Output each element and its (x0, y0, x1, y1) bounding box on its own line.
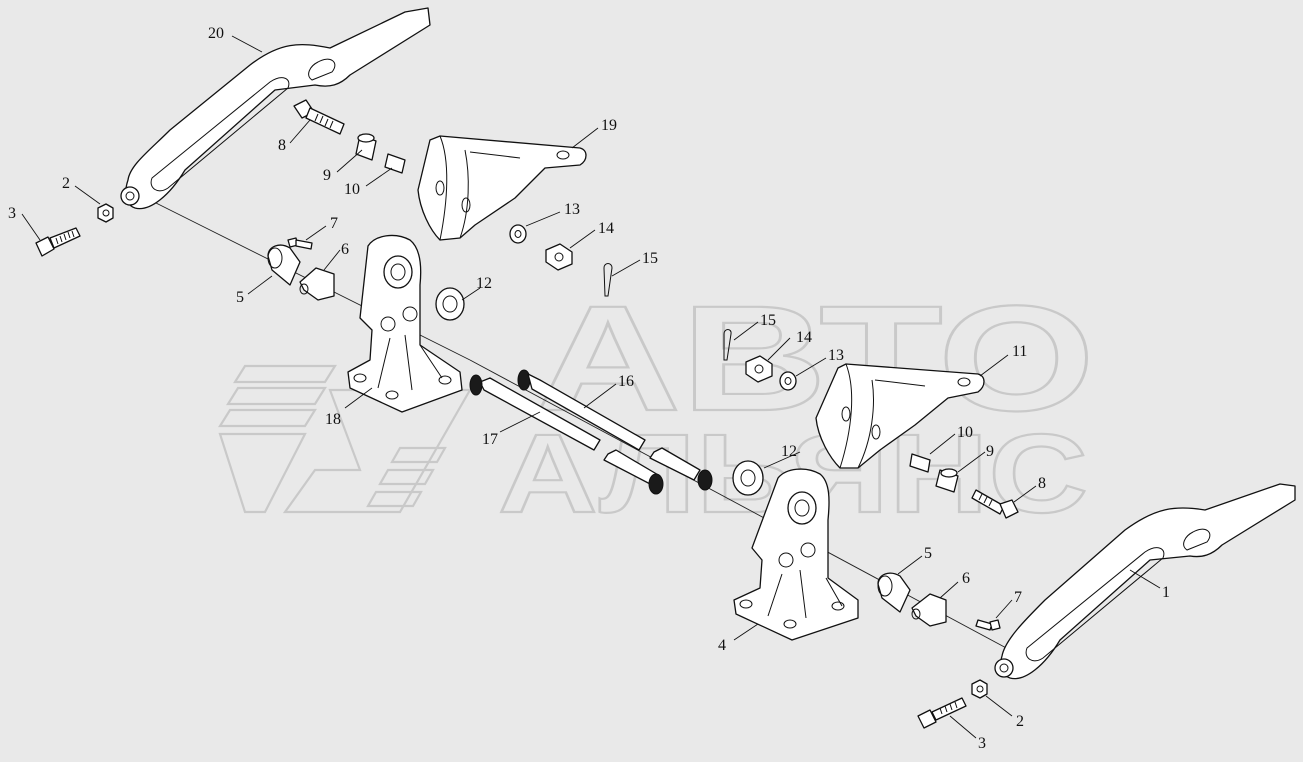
callout-4: 4 (718, 637, 726, 654)
part-15-cotter-pin-lower (723, 329, 732, 361)
callout-8-lower: 8 (1038, 475, 1046, 492)
callout-18: 18 (325, 411, 341, 428)
callout-10-lower: 10 (957, 424, 973, 441)
callout-1: 1 (1162, 584, 1170, 601)
callout-11: 11 (1012, 343, 1027, 360)
callout-2-lower: 2 (1016, 713, 1024, 730)
part-3-bolt-lower (917, 697, 967, 729)
part-6-clamp-upper (299, 267, 335, 301)
part-13-washer-upper (509, 224, 527, 244)
callout-14-lower: 14 (796, 329, 812, 346)
part-3-bolt-left (35, 227, 81, 257)
callout-labels: 20 2 3 8 9 10 19 7 6 5 13 14 15 12 18 17… (8, 25, 1170, 752)
leader-lines (21, 35, 1161, 739)
part-12-washer-lower (732, 460, 764, 496)
callout-7-upper: 7 (330, 215, 338, 232)
callout-3-lower: 3 (978, 735, 986, 752)
part-5-clamp-lower (877, 572, 911, 613)
part-17-shaft (469, 369, 646, 451)
watermark: АВТО АЛЬЯНС (218, 273, 1096, 537)
part-7-bolt-upper (287, 237, 313, 250)
callout-14-upper: 14 (598, 220, 614, 237)
part-18-bearing-stand-left (347, 234, 463, 413)
callout-12-upper: 12 (476, 275, 492, 292)
watermark-logo-mark (218, 364, 472, 514)
callout-7-lower: 7 (1014, 589, 1022, 606)
part-1-lever-right (994, 483, 1296, 680)
part-7-bolt-lower (975, 619, 1001, 631)
part-8-bolt-upper (293, 99, 345, 135)
callout-12-lower: 12 (781, 443, 797, 460)
part-13-washer-lower (779, 371, 797, 391)
part-20-lever-left (120, 7, 431, 210)
part-12-washer-left (435, 287, 465, 321)
part-2-nut-left (97, 203, 114, 223)
part-11-bracket-lower (815, 363, 985, 469)
part-9-bushing-lower (935, 468, 959, 493)
part-5-clamp-upper (267, 244, 301, 286)
callout-5-lower: 5 (924, 545, 932, 562)
part-10-spacer-upper (384, 153, 406, 174)
callout-16: 16 (618, 373, 634, 390)
callout-15-lower: 15 (760, 312, 776, 329)
part-2-nut-lower (971, 679, 988, 699)
callout-13-lower: 13 (828, 347, 844, 364)
part-15-cotter-pin-upper (603, 263, 613, 297)
callout-2-left: 2 (62, 175, 70, 192)
callout-6-upper: 6 (341, 241, 349, 258)
part-14-castle-nut-upper (545, 243, 573, 271)
callout-13-upper: 13 (564, 201, 580, 218)
part-6-clamp-lower (911, 593, 947, 627)
callout-6-lower: 6 (962, 570, 970, 587)
part-4-bearing-stand-right (733, 468, 859, 641)
part-8-bolt-lower (971, 489, 1019, 519)
callout-3-left: 3 (8, 205, 16, 222)
callout-20: 20 (208, 25, 224, 42)
callout-8-upper: 8 (278, 137, 286, 154)
part-14-castle-nut-lower (745, 355, 773, 383)
callout-15-upper: 15 (642, 250, 658, 267)
part-10-spacer-lower (909, 453, 931, 473)
callout-5-upper: 5 (236, 289, 244, 306)
callout-19: 19 (601, 117, 617, 134)
part-16-shaft-segment (603, 447, 713, 495)
part-9-bushing-upper (355, 133, 377, 161)
callout-9-lower: 9 (986, 443, 994, 460)
callout-17: 17 (482, 431, 498, 448)
part-19-bracket-upper (417, 135, 587, 241)
callout-9-upper: 9 (323, 167, 331, 184)
callout-10-upper: 10 (344, 181, 360, 198)
watermark-line1: АВТО (535, 274, 1095, 442)
